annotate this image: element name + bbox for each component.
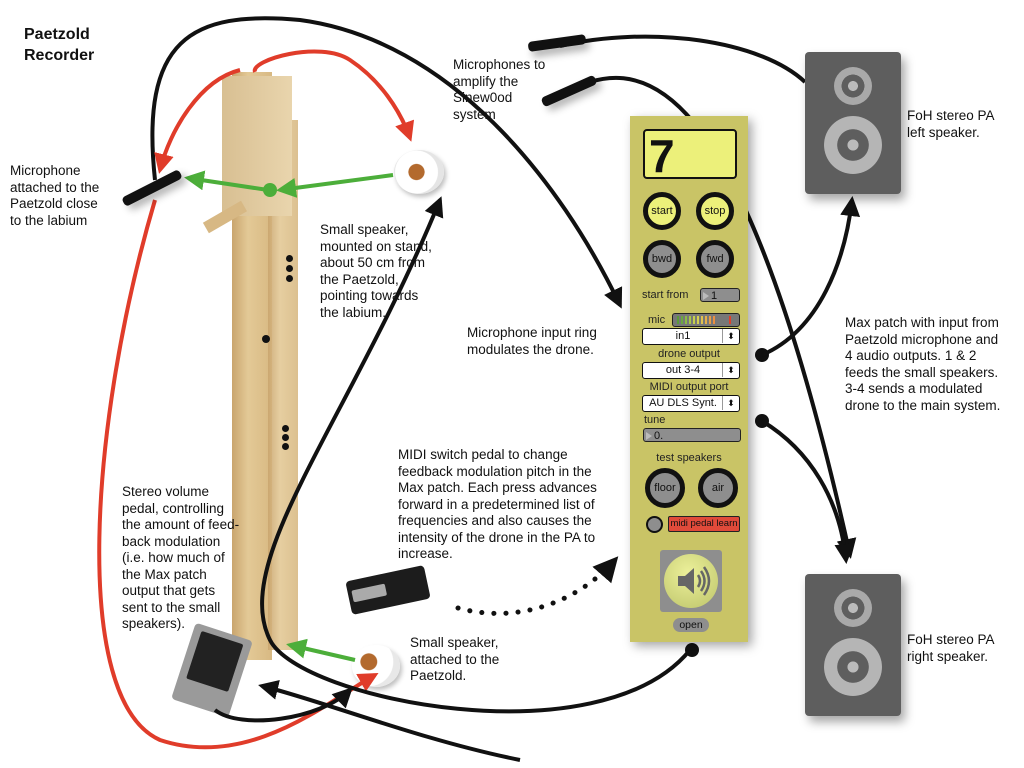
cable-pedal-to-attached: [213, 687, 353, 723]
label-max-patch: Max patch with input from Paetzold micro…: [845, 315, 1001, 413]
acoustic-green-attached: [286, 638, 356, 662]
cable-patch-to-pa-right: [760, 419, 855, 564]
drone-output-label: drone output: [658, 348, 720, 360]
tone-hole: [262, 335, 270, 343]
label-midi-pedal: MIDI switch pedal to change feedback mod…: [398, 447, 597, 561]
start-button[interactable]: start: [643, 192, 681, 230]
open-button[interactable]: open: [673, 618, 709, 632]
audio-on-button[interactable]: [660, 550, 722, 612]
mic-input-value: in1: [675, 330, 691, 342]
fwd-button[interactable]: fwd: [696, 240, 734, 278]
label-mic-input-ring: Microphone input ring modulates the dron…: [467, 325, 597, 357]
feedback-red-bottom: [97, 199, 379, 750]
label-pa-right: FoH stereo PA right speaker.: [907, 632, 995, 664]
bwd-button[interactable]: bwd: [643, 240, 681, 278]
tone-hole: [282, 425, 289, 432]
speaker-volume-icon: [678, 566, 711, 596]
midi-dotted-link: [455, 556, 619, 616]
air-button[interactable]: air: [698, 468, 738, 508]
tone-hole: [286, 275, 293, 282]
mic-label: mic: [648, 314, 666, 326]
tune-label: tune: [644, 414, 666, 426]
diagram-title: Paetzold Recorder: [24, 26, 95, 64]
label-volume-pedal: Stereo volume pedal, controlling the amo…: [122, 484, 240, 631]
drone-output-menu[interactable]: out 3-4 ⬍: [642, 362, 740, 379]
stop-button[interactable]: stop: [696, 192, 734, 230]
updown-arrows-icon: ⬍: [722, 396, 739, 410]
acoustic-green-mic: [184, 170, 269, 192]
cable-sinewood-mic-1: [559, 34, 807, 84]
midi-port-menu[interactable]: AU DLS Synt. ⬍: [642, 395, 740, 412]
tone-hole: [286, 255, 293, 262]
start-from-label: start from: [642, 289, 689, 301]
start-from-number[interactable]: 1: [700, 288, 740, 302]
feedback-red-left: [154, 68, 241, 174]
tune-number[interactable]: 0.: [643, 428, 741, 442]
label-mic-paetzold: Microphone attached to the Paetzold clos…: [10, 163, 100, 228]
updown-arrows-icon: ⬍: [722, 329, 739, 343]
labium-point: [263, 183, 277, 197]
label-small-speaker-attached: Small speaker, attached to the Paetzold.: [410, 635, 500, 683]
floor-button[interactable]: floor: [645, 468, 685, 508]
midi-port-value: AU DLS Synt.: [649, 397, 717, 409]
acoustic-green-stand: [276, 173, 394, 198]
pa-right-speaker: [805, 574, 901, 716]
updown-arrows-icon: ⬍: [722, 363, 739, 377]
tone-hole: [282, 434, 289, 441]
test-speakers-label: test speakers: [656, 452, 722, 464]
max-patch-panel: 7 start stop bwd fwd start from 1 mic in…: [630, 116, 748, 642]
pa-left-speaker: [805, 52, 901, 194]
tone-hole: [282, 443, 289, 450]
cable-patch-to-pa-left: [761, 196, 861, 357]
label-pa-left: FoH stereo PA left speaker.: [907, 108, 995, 140]
midi-learn-toggle[interactable]: [646, 516, 663, 533]
label-small-speaker-stand: Small speaker, mounted on stand, about 5…: [320, 222, 432, 320]
mic-input-menu[interactable]: in1 ⬍: [642, 328, 740, 345]
midi-pedal-learn-button[interactable]: midi pedal learn: [668, 516, 740, 532]
tone-hole: [286, 265, 293, 272]
feedback-red-top: [252, 49, 415, 142]
midi-port-label: MIDI output port: [649, 381, 729, 393]
counter-display: 7: [643, 129, 737, 181]
small-speaker-stand: [394, 150, 444, 194]
patch-outlet-3: [685, 643, 699, 657]
drone-output-value: out 3-4: [665, 364, 701, 376]
cable-mic-to-patch: [150, 16, 623, 309]
cable-to-pedal: [258, 680, 521, 762]
cable-patch-to-stand: [260, 196, 692, 714]
label-mics-sinewood: Microphones to amplify the Sinew0od syst…: [453, 57, 546, 122]
mic-level-meter: [672, 313, 740, 327]
